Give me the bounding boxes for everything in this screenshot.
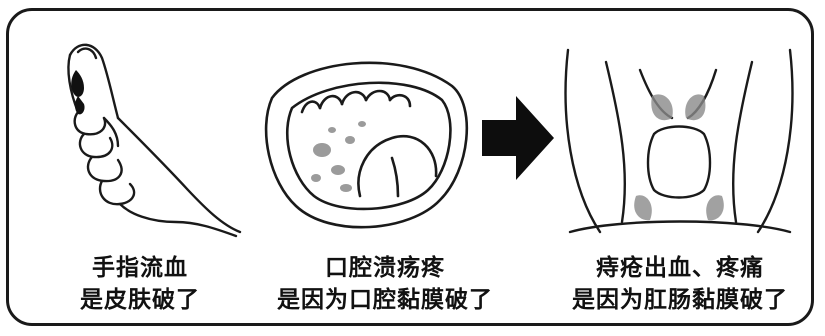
- mouth-ulcer-illustration: [264, 61, 469, 229]
- caption-hemorrhoid: 痔疮出血、疼痛 是因为肛肠黏膜破了: [545, 252, 815, 316]
- hemorrhoid-tissue: [634, 94, 724, 221]
- caption-line-2: 是因为口腔黏膜破了: [277, 287, 493, 313]
- bleeding-finger-illustration: [67, 43, 242, 238]
- caption-finger-bleeding: 手指流血 是皮肤破了: [40, 252, 240, 316]
- caption-line-2: 是因为肛肠黏膜破了: [572, 287, 788, 313]
- caption-line-1: 口腔溃疡疼: [325, 255, 445, 281]
- caption-line-2: 是皮肤破了: [80, 287, 200, 313]
- caption-mouth-ulcer: 口腔溃疡疼 是因为口腔黏膜破了: [245, 252, 525, 316]
- right-arrow-icon: [482, 96, 554, 180]
- illustration-frame: [6, 8, 814, 326]
- caption-line-1: 手指流血: [92, 255, 188, 281]
- anal-anatomy-illustration: [564, 48, 794, 234]
- ulcer-spots: [311, 121, 366, 192]
- blood-drop-icon: [71, 70, 85, 115]
- caption-line-1: 痔疮出血、疼痛: [596, 255, 764, 281]
